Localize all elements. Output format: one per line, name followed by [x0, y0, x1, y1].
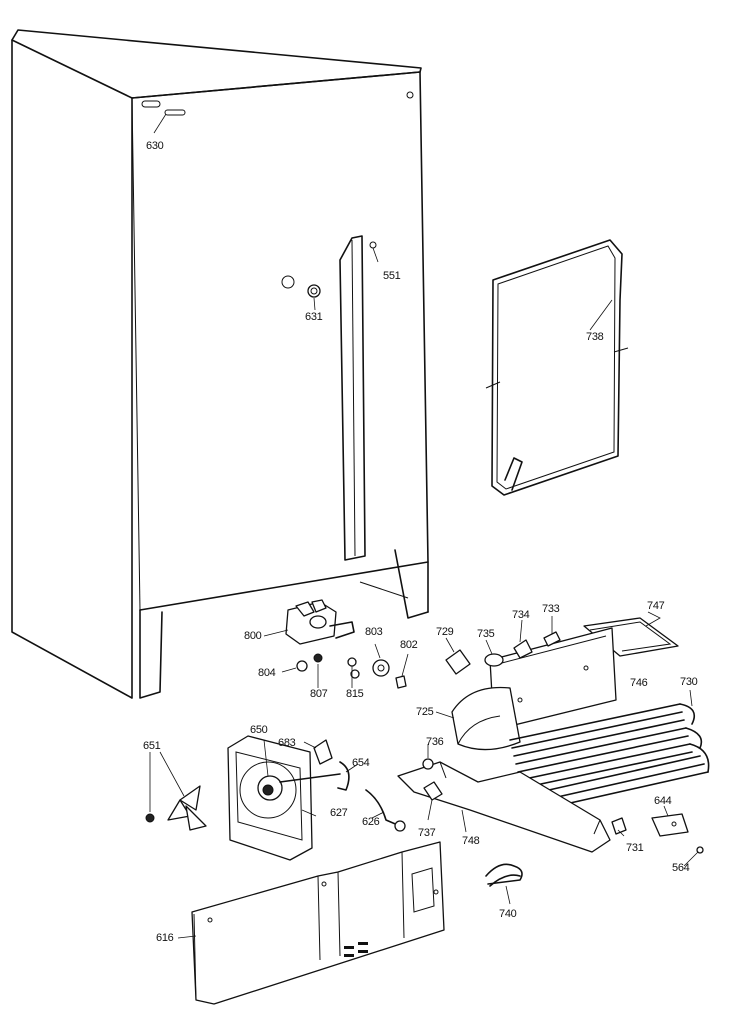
callout-746: 746 — [630, 677, 648, 689]
callout-804: 804 — [258, 667, 276, 679]
water-valve-group — [263, 599, 409, 689]
callout-630: 630 — [146, 140, 164, 152]
callout-737: 737 — [418, 827, 436, 839]
callout-815: 815 — [346, 688, 364, 700]
callout-729: 729 — [436, 626, 454, 638]
callout-654: 654 — [352, 757, 370, 769]
callout-734: 734 — [512, 609, 530, 621]
toe-grille-panel — [177, 841, 445, 1005]
callout-551: 551 — [383, 270, 401, 282]
callout-747: 747 — [647, 600, 665, 612]
callout-564: 564 — [672, 862, 690, 874]
fan-assembly — [145, 735, 406, 861]
callout-725: 725 — [416, 706, 434, 718]
callout-738: 738 — [586, 331, 604, 343]
callout-731: 731 — [626, 842, 644, 854]
callout-803: 803 — [365, 626, 383, 638]
callout-683: 683 — [278, 737, 296, 749]
callout-748: 748 — [462, 835, 480, 847]
callout-616: 616 — [156, 932, 174, 944]
compressor-area — [397, 611, 710, 867]
callout-807: 807 — [310, 688, 328, 700]
cabinet — [11, 29, 429, 699]
callout-651: 651 — [143, 740, 161, 752]
callout-800: 800 — [244, 630, 262, 642]
callout-626: 626 — [362, 816, 380, 828]
callout-631: 631 — [305, 311, 323, 323]
callout-736: 736 — [426, 736, 444, 748]
drain-heater-loop — [485, 239, 629, 496]
callout-644: 644 — [654, 795, 672, 807]
callout-735: 735 — [477, 628, 495, 640]
callout-730: 730 — [680, 676, 698, 688]
spring-clips — [485, 863, 523, 905]
callout-740: 740 — [499, 908, 517, 920]
callout-733: 733 — [542, 603, 560, 615]
callout-627: 627 — [330, 807, 348, 819]
callout-802: 802 — [400, 639, 418, 651]
callout-650: 650 — [250, 724, 268, 736]
